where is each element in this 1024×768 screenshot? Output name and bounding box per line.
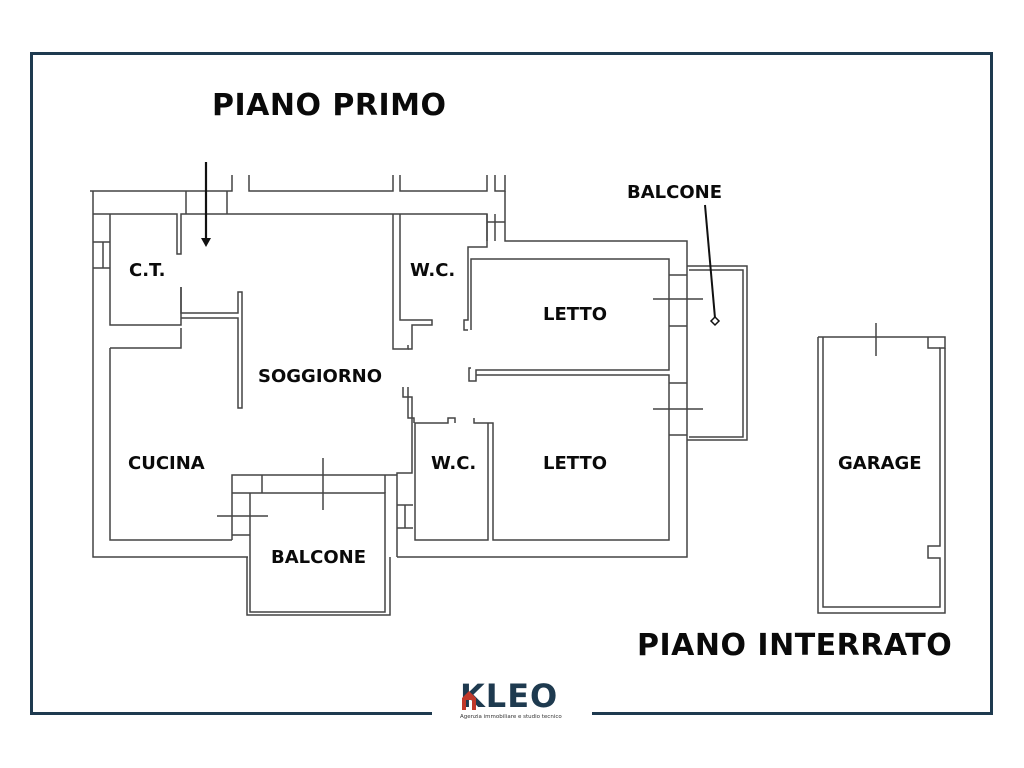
room-label-soggiorno: SOGGIORNO	[258, 366, 383, 387]
logo-wordmark: KLEO	[460, 680, 570, 712]
room-label-ct: C.T.	[129, 260, 166, 281]
brand-logo: KLEO Agenzia immobiliare e studio tecnic…	[460, 680, 570, 720]
frame-gap	[432, 710, 592, 722]
arrow-down-icon	[201, 162, 211, 247]
house-roof-icon	[462, 691, 476, 710]
logo-tagline: Agenzia immobiliare e studio tecnico	[460, 714, 562, 720]
balcony-right	[687, 265, 748, 441]
balcony-bottom	[246, 492, 391, 616]
logo-name: KLEO	[460, 677, 559, 715]
room-label-wc-bottom: W.C.	[431, 453, 477, 474]
room-label-letto-bottom: LETTO	[543, 453, 608, 474]
room-label-cucina: CUCINA	[128, 453, 205, 474]
pointer-line-icon	[704, 204, 721, 327]
room-label-wc-top: W.C.	[410, 260, 456, 281]
basement-title: PIANO INTERRATO	[637, 628, 953, 663]
window-marks	[217, 298, 877, 517]
room-label-balcone-right: BALCONE	[627, 182, 722, 203]
inner-walls	[93, 191, 687, 557]
room-label-garage: GARAGE	[838, 453, 922, 474]
room-label-balcone-bottom: BALCONE	[271, 547, 366, 568]
garage-walls	[817, 336, 946, 614]
room-label-letto-top: LETTO	[543, 304, 608, 325]
outer-walls	[90, 175, 688, 558]
upper-floor-title: PIANO PRIMO	[212, 88, 447, 123]
